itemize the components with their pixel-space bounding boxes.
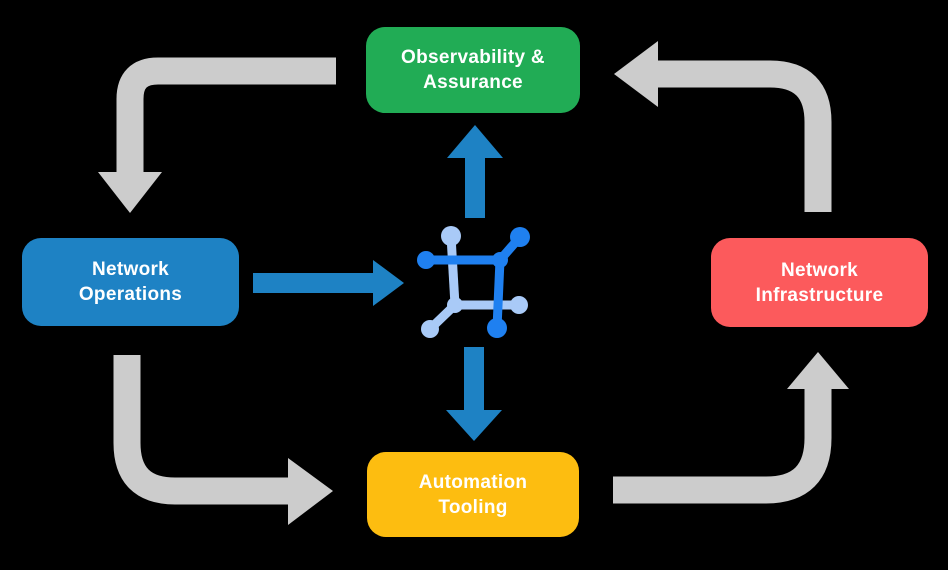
arrow-automation-to-infrastructure [613, 352, 849, 504]
arrow-observability-to-operations [98, 57, 336, 213]
node-automation-tooling: Automation Tooling [367, 452, 579, 537]
node-label-line: Automation [418, 471, 528, 493]
node-observability-assurance: Observability & Assurance [366, 27, 580, 113]
arrow-center-to-automation [446, 347, 502, 441]
node-label-line: Infrastructure [755, 284, 884, 306]
node-network-operations: Network Operations [22, 238, 239, 326]
node-label-line: Network [780, 259, 859, 281]
arrow-center-to-observability [447, 125, 503, 218]
node-label-line: Assurance [423, 72, 523, 93]
node-label-line: Observability & [401, 47, 545, 68]
node-label-line: Network [91, 259, 170, 280]
arrow-operations-to-automation [113, 355, 333, 525]
arrow-operations-to-center [253, 260, 404, 306]
node-network-infrastructure: Network Infrastructure [711, 238, 928, 327]
node-label-line: Operations [78, 284, 183, 305]
network-automation-icon [417, 226, 530, 338]
arrow-infrastructure-to-observability [614, 41, 832, 212]
node-label-line: Tooling [438, 496, 508, 518]
